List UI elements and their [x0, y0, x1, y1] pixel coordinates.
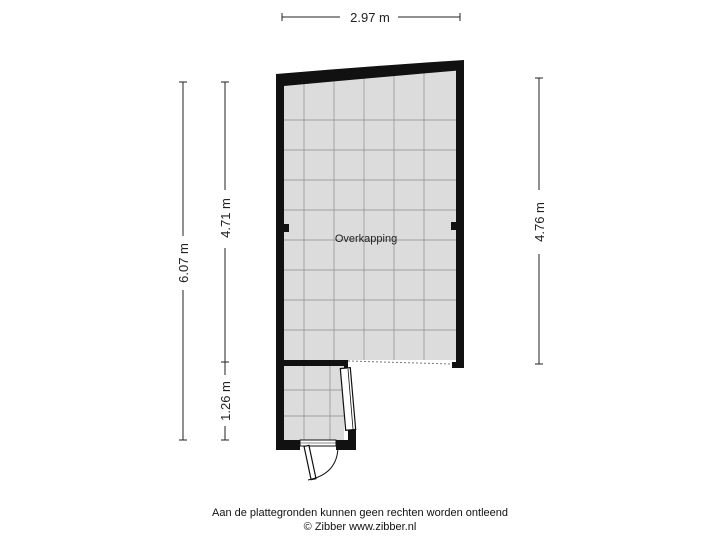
dimension-top-width-label: 2.97 m: [350, 10, 390, 25]
floor-plan: Overkapping 2.97 m 6.07 m 4.71 m 1.26 m …: [176, 10, 547, 481]
partition-wall: [276, 360, 348, 366]
bottom-wall-right: [336, 440, 356, 450]
door-threshold: [299, 439, 337, 447]
walls: [276, 60, 464, 450]
dimension-top-width: [281, 13, 461, 21]
storage-tile-grid: [284, 366, 344, 440]
storage-right-wall-lower: [348, 430, 356, 442]
dimension-left-lower: [221, 362, 229, 441]
footer-copyright: © Zibber www.zibber.nl: [303, 521, 417, 533]
bottom-wall-left: [276, 440, 300, 450]
column-left: [284, 224, 289, 232]
dimension-right-height: [535, 77, 543, 365]
dimension-left-total: [179, 81, 187, 441]
open-side-line: [347, 360, 453, 365]
right-wall: [456, 64, 464, 366]
column-right: [451, 222, 456, 230]
dimension-right-height-label: 4.76 m: [532, 202, 547, 242]
storage-window: [339, 367, 357, 431]
footer-disclaimer: Aan de plattegronden kunnen geen rechten…: [211, 507, 508, 519]
storage-floor: [284, 366, 344, 440]
dimension-left-total-label: 6.07 m: [176, 243, 191, 283]
right-wall-base: [452, 362, 464, 368]
top-wall: [276, 60, 464, 86]
dimension-left-lower-label: 1.26 m: [218, 381, 233, 421]
dimension-left-upper-label: 4.71 m: [218, 198, 233, 238]
main-tile-grid: [284, 70, 456, 360]
left-wall: [276, 74, 284, 450]
door-swing: [303, 444, 339, 481]
room-label: Overkapping: [335, 233, 397, 245]
main-floor: [284, 70, 456, 360]
